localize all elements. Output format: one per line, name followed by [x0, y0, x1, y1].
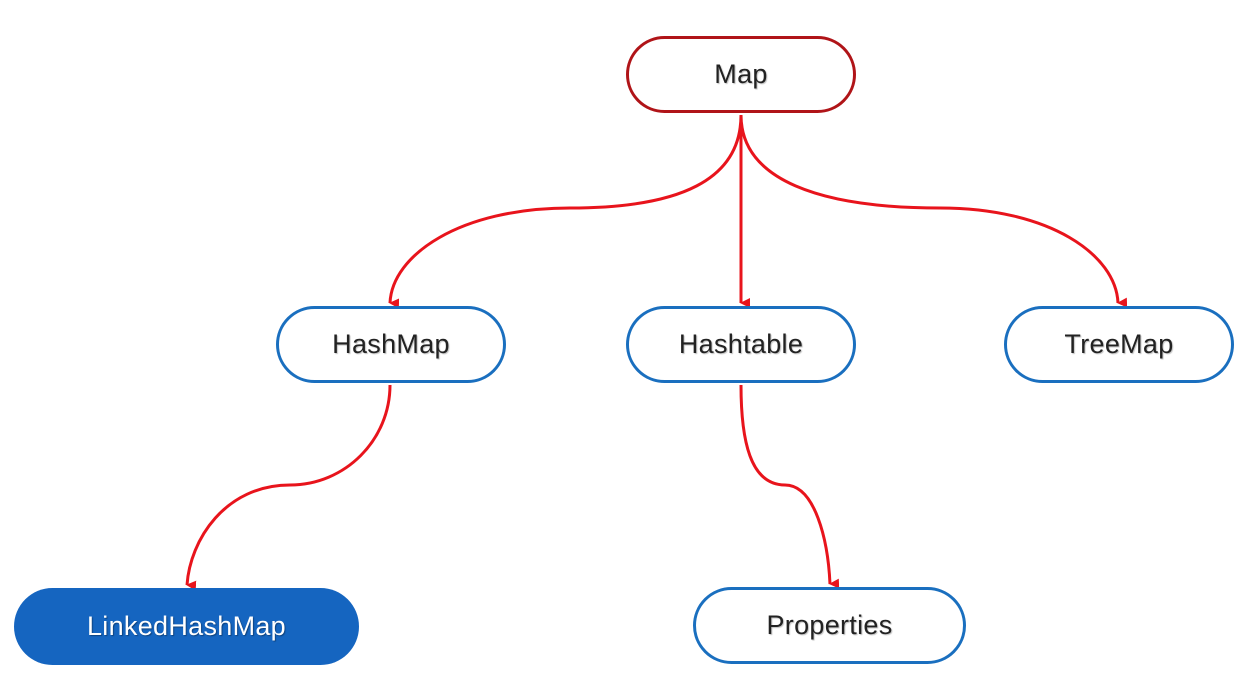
node-properties: Properties	[693, 587, 966, 664]
edge-map-hashmap	[388, 114, 743, 309]
node-hashmap-label: HashMap	[332, 329, 450, 359]
node-linkedhashmap: LinkedHashMap	[14, 588, 359, 665]
node-map-label: Map	[714, 59, 768, 89]
node-properties-label: Properties	[766, 610, 893, 640]
edge-hashtable-properties	[739, 384, 840, 589]
edge-hashmap-linkedhashmap	[185, 384, 392, 591]
node-map: Map	[626, 36, 856, 113]
node-linkedhashmap-label: LinkedHashMap	[86, 611, 287, 641]
node-hashtable-label: Hashtable	[678, 329, 804, 359]
edge-map-treemap	[739, 114, 1128, 308]
node-hashtable: Hashtable	[626, 306, 856, 383]
node-treemap: TreeMap	[1004, 306, 1234, 383]
node-hashmap: HashMap	[276, 306, 506, 383]
node-treemap-label: TreeMap	[1064, 329, 1174, 359]
